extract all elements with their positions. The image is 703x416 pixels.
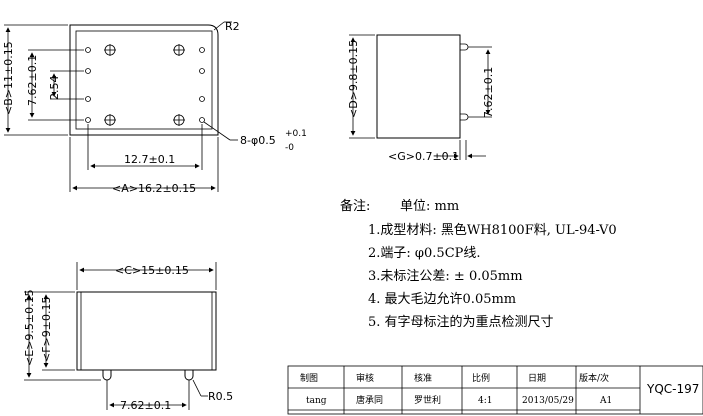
pin-holes [85, 47, 205, 123]
width-a-label: <A>16.2±0.15 [112, 182, 196, 195]
front-view: <C>15±0.15 <E>9.5±0.15 <F>9±0.15 7.62±0.… [23, 262, 233, 412]
tb-value: 罗世利 [414, 394, 441, 406]
note-item: 3.未标注公差: ± 0.05mm [368, 269, 523, 284]
notes-title: 备注: [340, 198, 370, 214]
tb-header: 审核 [356, 372, 374, 384]
pin-dia-label: 8-φ0.5 [240, 134, 276, 147]
note-item: 1.成型材料: 黑色WH8100F料, UL-94-V0 [368, 222, 617, 238]
pin-hole [85, 117, 91, 123]
cross-marks [104, 44, 185, 126]
pitch-12-7-label: 12.7±0.1 [124, 153, 175, 166]
tb-header: 核准 [414, 372, 432, 384]
tb-value: 唐承同 [356, 394, 383, 406]
tb-value: 2013/05/29 [522, 396, 574, 406]
front-view-outline [76, 291, 217, 371]
title-block: 制图 审核 核准 比例 日期 版本/次 tang 唐承同 罗世利 4:1 201… [287, 365, 703, 415]
tb-header: 制图 [300, 372, 318, 384]
pin-hole [85, 47, 91, 53]
side-view-outline [376, 34, 461, 139]
front-pin-left [102, 370, 112, 381]
front-pitch-label: 7.62±0.1 [120, 399, 171, 412]
note-item: 5. 有字母标注的为重点检测尺寸 [368, 314, 554, 330]
pin-tol-lower: -0 [285, 143, 294, 153]
drawing-code: YQC-197 [646, 382, 699, 396]
note-item: 2.端子: φ0.5CP线. [368, 246, 481, 261]
pin-hole [85, 96, 91, 102]
r05-label: R0.5 [208, 390, 233, 403]
height-f-label: <F>9±0.15 [40, 297, 53, 362]
pin-hole [199, 47, 205, 53]
front-pin-right [184, 370, 194, 381]
top-view-outline [69, 24, 219, 136]
pitch-2-54-label: 2.54 [48, 76, 61, 101]
height-e-label: <E>9.5±0.15 [23, 289, 36, 366]
width-c-label: <C>15±0.15 [115, 264, 189, 277]
pin-hole [85, 68, 91, 74]
tb-header: 日期 [528, 373, 546, 384]
tb-header: 版本/次 [579, 372, 609, 384]
side-pin-top [460, 43, 469, 51]
pin-hole [199, 68, 205, 74]
pin-tol-upper: +0.1 [285, 129, 307, 139]
pin-hole [199, 117, 205, 123]
notes-block: 备注: 单位: mm 1.成型材料: 黑色WH8100F料, UL-94-V0 … [340, 198, 617, 330]
top-view-inner [75, 30, 213, 130]
radius-label: R2 [225, 20, 240, 33]
notes-unit: 单位: mm [400, 199, 459, 214]
side-pitch-label: 7.62±0.1 [482, 67, 495, 118]
tb-header: 比例 [472, 372, 490, 384]
side-view: <D>9.8±0.15 7.62±0.1 <G>0.7±0.1 [347, 34, 495, 163]
pitch-7-62-label: 7.62±0.1 [26, 55, 39, 106]
tb-value: 4:1 [478, 396, 492, 406]
tb-value: tang [306, 396, 327, 406]
pin-hole [199, 96, 205, 102]
top-view: R2 <B>11±0.15 7.62±0.1 2.54 8-φ0.5 +0.1 … [2, 20, 307, 195]
g-label: <G>0.7±0.1 [388, 150, 459, 163]
note-item: 4. 最大毛边允许0.05mm [368, 291, 516, 307]
height-b-label: <B>11±0.15 [2, 41, 15, 115]
height-d-label: <D>9.8±0.15 [347, 40, 360, 118]
tb-value: A1 [599, 396, 612, 406]
side-pin-bottom [460, 113, 469, 121]
